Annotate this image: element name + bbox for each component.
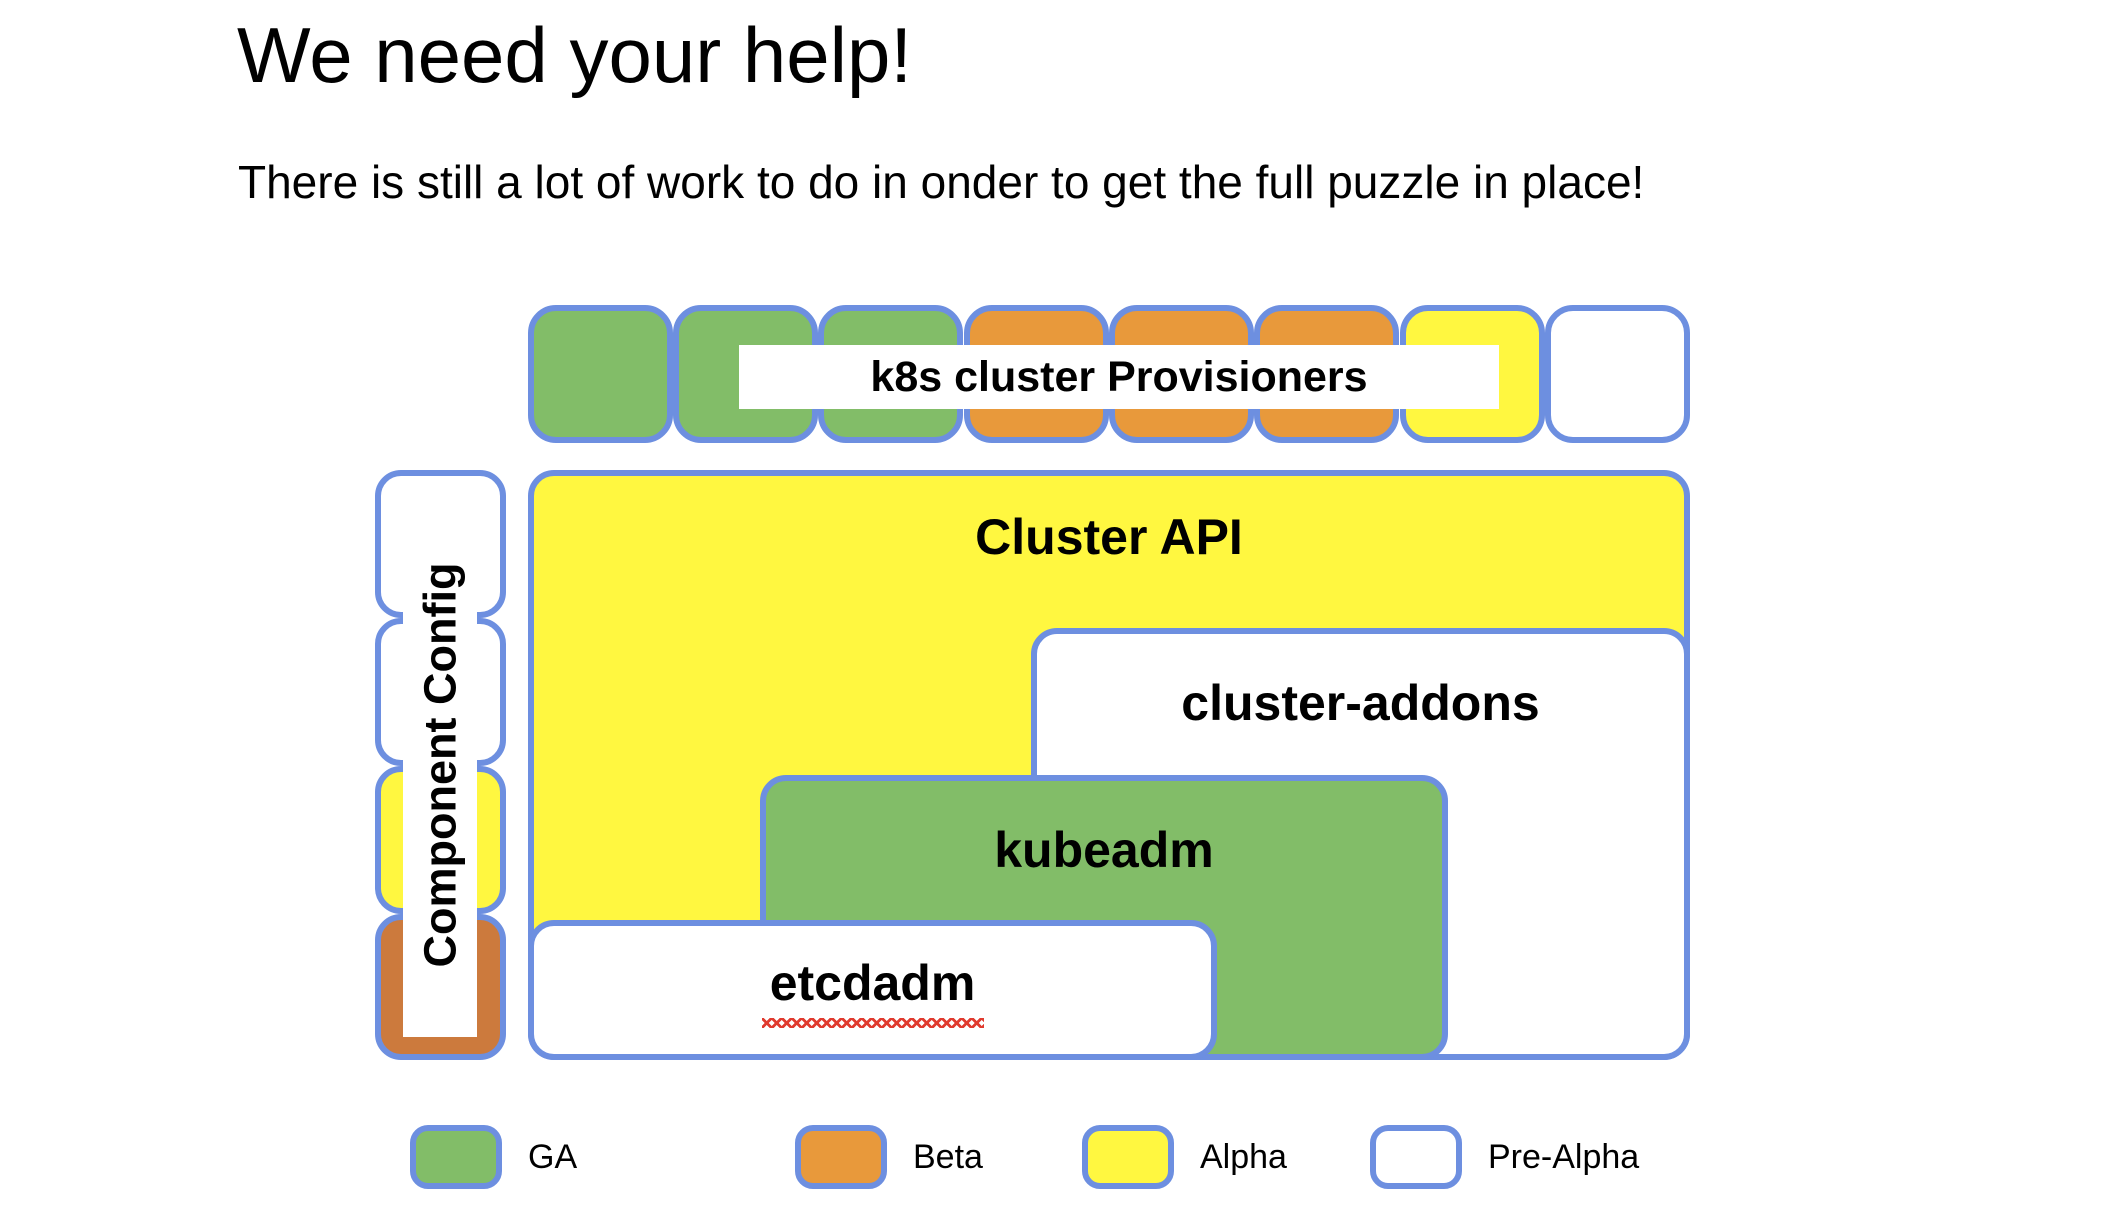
legend-item-ga: GA (410, 1125, 577, 1189)
provisioner-cell-8 (1545, 305, 1690, 443)
page-title: We need your help! (237, 11, 912, 99)
legend-swatch-alpha (1082, 1125, 1174, 1189)
component-config-label-band: Component Config (403, 493, 477, 1037)
provisioner-cell-1 (528, 305, 673, 443)
provisioner-strip: k8s cluster Provisioners (528, 305, 1690, 443)
spellcheck-underline-icon (761, 1018, 984, 1028)
legend-label-beta: Beta (913, 1137, 983, 1176)
page-subtitle: There is still a lot of work to do in on… (238, 156, 1645, 208)
component-config-column: Component Config (375, 470, 506, 1060)
legend-item-alpha: Alpha (1082, 1125, 1287, 1189)
etcdadm-label: etcdadm (769, 955, 976, 1011)
kubeadm-label: kubeadm (994, 822, 1214, 878)
cluster-api-label: Cluster API (975, 509, 1243, 565)
legend-label-ga: GA (528, 1137, 578, 1176)
legend-label-pre-alpha: Pre-Alpha (1488, 1137, 1640, 1176)
legend-swatch-ga (410, 1125, 502, 1189)
legend-item-beta: Beta (795, 1125, 983, 1189)
provisioner-label: k8s cluster Provisioners (870, 352, 1368, 401)
etcdadm-box: etcdadm (528, 920, 1217, 1060)
legend-swatch-beta (795, 1125, 887, 1189)
legend: GA Beta Alpha Pre-Alpha (410, 1125, 1710, 1205)
legend-label-alpha: Alpha (1200, 1137, 1287, 1176)
legend-item-pre-alpha: Pre-Alpha (1370, 1125, 1639, 1189)
cluster-addons-label: cluster-addons (1181, 675, 1540, 731)
provisioner-label-band: k8s cluster Provisioners (739, 345, 1499, 409)
legend-swatch-pre-alpha (1370, 1125, 1462, 1189)
component-config-label: Component Config (414, 562, 466, 968)
